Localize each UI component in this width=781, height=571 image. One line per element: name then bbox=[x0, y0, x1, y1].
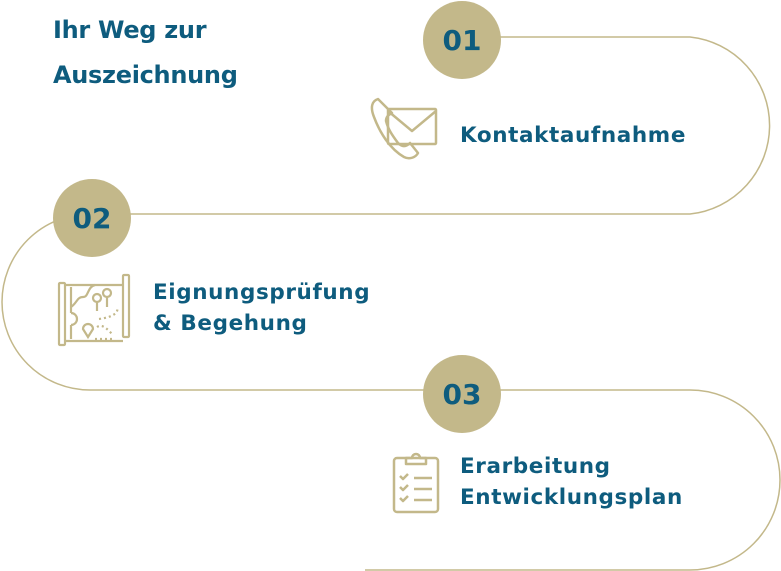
step-2-label-line-2: & Begehung bbox=[153, 311, 308, 336]
clipboard-checklist-icon bbox=[392, 452, 440, 514]
step-3-label-line-2: Entwicklungsplan bbox=[460, 485, 683, 510]
title-line-2: Auszeichnung bbox=[53, 61, 238, 89]
title-line-1: Ihr Weg zur bbox=[53, 16, 207, 44]
step-3-label: Erarbeitung Entwicklungsplan bbox=[460, 451, 683, 513]
step-1-label: Kontaktaufnahme bbox=[460, 120, 686, 151]
step-2-label: Eignungsprüfung & Begehung bbox=[153, 277, 370, 339]
step-3-label-line-1: Erarbeitung bbox=[460, 454, 611, 479]
step-3-badge: 03 bbox=[423, 355, 501, 433]
step-1-badge: 01 bbox=[423, 1, 501, 79]
step-2-label-line-1: Eignungsprüfung bbox=[153, 280, 371, 305]
step-1-label-line-1: Kontaktaufnahme bbox=[460, 123, 686, 148]
map-icon bbox=[57, 273, 131, 347]
step-2-badge: 02 bbox=[53, 179, 131, 257]
phone-envelope-icon bbox=[370, 97, 438, 160]
page-title: Ihr Weg zur Auszeichnung bbox=[53, 8, 238, 98]
